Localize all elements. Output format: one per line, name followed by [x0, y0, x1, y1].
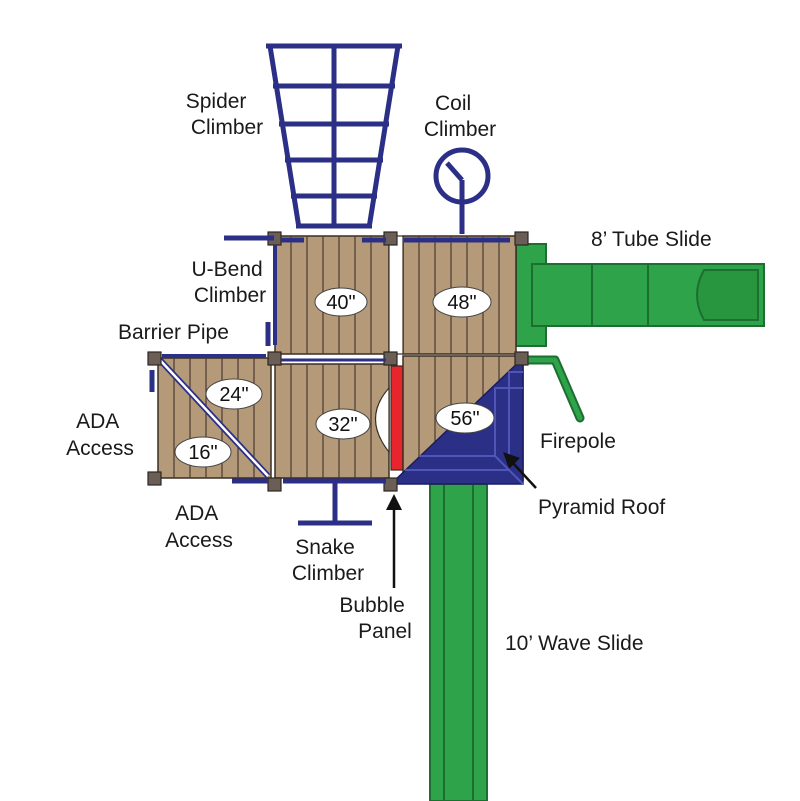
- label-pyramid-roof: Pyramid Roof: [538, 496, 665, 519]
- wave-slide: [429, 483, 488, 801]
- label-snake-climber: Snake Climber: [292, 536, 364, 585]
- label-ada-access-left: ADA Access: [66, 410, 134, 460]
- label-tube-slide: 8’ Tube Slide: [591, 228, 712, 251]
- deck-height-32: 32": [315, 408, 371, 440]
- posts: [147, 231, 529, 492]
- firepole: [521, 355, 585, 423]
- deck-40: [274, 235, 390, 355]
- deck-height-48: 48": [432, 286, 492, 318]
- svg-text:48": 48": [447, 292, 476, 314]
- deck-height-40: 40": [314, 287, 368, 317]
- label-u-bend-climber: U-Bend Climber: [191, 258, 268, 307]
- label-wave-slide: 10’ Wave Slide: [505, 632, 644, 655]
- deck-height-24: 24": [205, 378, 263, 410]
- label-spider-climber: Spider Climber: [186, 90, 263, 139]
- svg-text:16": 16": [188, 442, 217, 464]
- coil-climber: [433, 147, 491, 234]
- svg-text:24": 24": [219, 384, 248, 406]
- deck-height-16: 16": [174, 436, 232, 468]
- pyramid-roof-arrow: [503, 452, 537, 489]
- tube-slide: [515, 243, 765, 347]
- svg-text:56": 56": [450, 408, 479, 430]
- label-bubble-panel: Bubble Panel: [339, 594, 411, 643]
- bubble-panel-arrow: [386, 494, 402, 588]
- label-firepole: Firepole: [540, 430, 616, 453]
- bubble-panel-frame: [390, 365, 404, 471]
- label-barrier-pipe: Barrier Pipe: [118, 321, 229, 344]
- snake-climber: [283, 478, 386, 526]
- label-ada-access-bottom: ADA Access: [165, 502, 233, 552]
- spider-climber: [266, 43, 402, 229]
- svg-text:32": 32": [328, 414, 357, 436]
- svg-text:40": 40": [326, 292, 355, 314]
- bubble-panel: [375, 386, 390, 454]
- label-coil-climber: Coil Climber: [424, 92, 496, 141]
- deck-height-56: 56": [435, 402, 495, 434]
